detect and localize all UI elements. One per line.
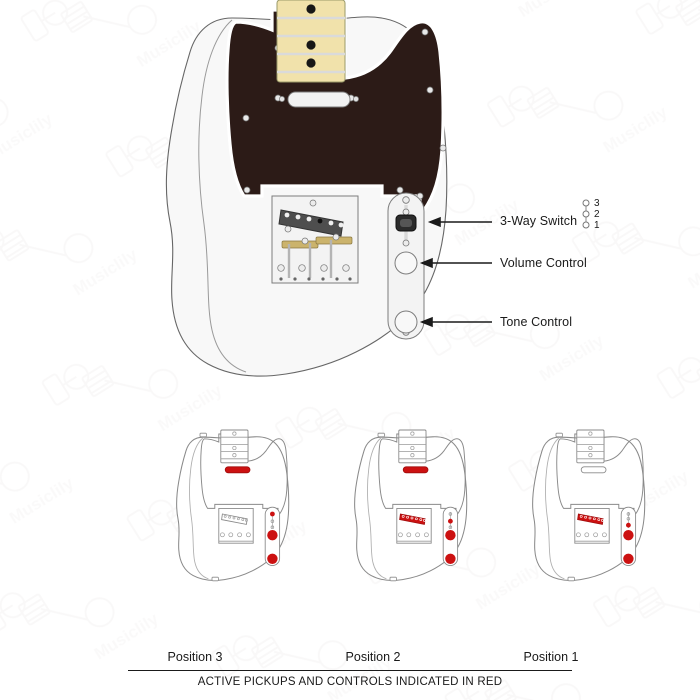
tone-indicator xyxy=(445,553,456,564)
switch-position-dot xyxy=(270,511,275,517)
switch-position-number-3: 3 xyxy=(594,198,600,209)
three-way-switch-tip[interactable] xyxy=(395,214,417,232)
fretboard xyxy=(276,0,346,83)
switch-position-indicator xyxy=(582,199,590,229)
switch-pos-1-dot[interactable] xyxy=(582,221,590,229)
position-label-1: Position 1 xyxy=(523,650,579,664)
switch-position-dot xyxy=(448,518,453,524)
switch-position-number-2: 2 xyxy=(594,209,600,220)
neck-pickup xyxy=(279,91,359,108)
tone-indicator xyxy=(267,553,278,564)
volume-control-hole[interactable] xyxy=(394,251,418,275)
position-label-3: Position 3 xyxy=(167,650,223,664)
neck-pickup-indicator xyxy=(402,466,429,474)
control-plate xyxy=(387,192,425,340)
footer-note: ACTIVE PICKUPS AND CONTROLS INDICATED IN… xyxy=(197,676,503,688)
callout-label-tone-control: Tone Control xyxy=(500,315,573,329)
bridge-screws xyxy=(277,199,350,272)
plate-screw-top xyxy=(402,196,410,204)
switch-position-dot xyxy=(626,522,631,528)
bridge-pickup xyxy=(278,209,344,237)
switch-pos-3-dot[interactable] xyxy=(582,199,590,207)
tone-control-hole[interactable] xyxy=(394,310,418,334)
guitar-body xyxy=(165,16,448,377)
callout-label-volume-control: Volume Control xyxy=(500,256,587,270)
intonation-screws xyxy=(287,240,333,278)
string-holes xyxy=(279,277,352,281)
bridge-plate xyxy=(271,195,359,284)
footer-divider xyxy=(128,670,572,671)
switch-position-number-1: 1 xyxy=(594,220,600,231)
callout-leaders xyxy=(419,216,492,328)
position-1-guitar xyxy=(532,429,646,582)
volume-indicator xyxy=(623,530,634,541)
fret-inlay-dots xyxy=(306,4,316,68)
position-label-2: Position 2 xyxy=(345,650,401,664)
switch-pos-2-dot[interactable] xyxy=(582,210,590,218)
callout-label-three-way-switch: 3-Way Switch xyxy=(500,214,578,228)
position-2-guitar xyxy=(354,429,468,582)
neck-pickup-indicator xyxy=(224,466,251,474)
volume-indicator xyxy=(267,530,278,541)
neck-pickup-indicator xyxy=(580,466,607,474)
tone-indicator xyxy=(623,553,634,564)
position-3-guitar xyxy=(176,429,290,582)
frets xyxy=(277,16,345,74)
volume-indicator xyxy=(445,530,456,541)
